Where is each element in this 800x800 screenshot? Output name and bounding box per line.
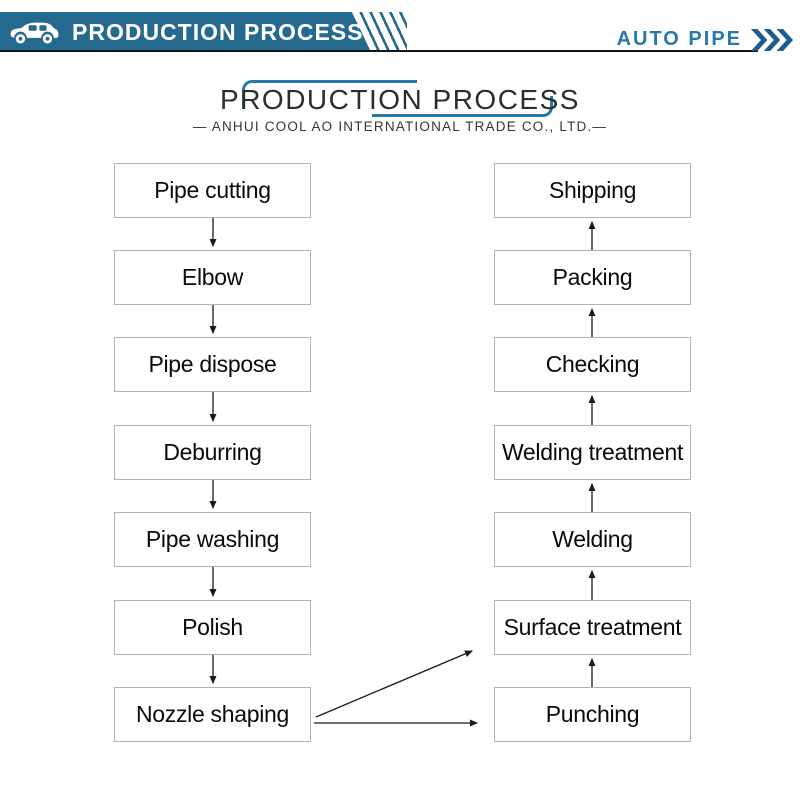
flow-step-welding: Welding [494, 512, 691, 567]
title-bracket-top-left [242, 80, 417, 109]
car-icon [10, 22, 59, 44]
flow-step-label: Surface treatment [503, 614, 682, 640]
flow-step-pipe-dispose: Pipe dispose [114, 337, 311, 392]
flow-step-label: Pipe cutting [154, 177, 271, 203]
flow-step-punching: Punching [494, 687, 691, 742]
flow-step-checking: Checking [494, 337, 691, 392]
arrow-nozzle-to-surface-treatment [315, 650, 473, 718]
page-title: PRODUCTION PROCESS [220, 84, 580, 115]
flow-step-label: Checking [545, 351, 640, 377]
flow-step-shipping: Shipping [494, 163, 691, 218]
brand-name: AUTO PIPE [616, 28, 742, 50]
flow-step-label: Pipe washing [145, 526, 280, 552]
flow-step-label: Polish [182, 614, 243, 640]
flow-step-label: Shipping [548, 177, 637, 203]
flow-step-welding-treatment: Welding treatment [494, 425, 691, 480]
flow-step-polish: Polish [114, 600, 311, 655]
flow-step-label: Elbow [181, 264, 244, 290]
flow-step-label: Welding treatment [501, 439, 684, 465]
title-bracket-bottom-right [372, 96, 553, 117]
flow-arrows [209, 218, 596, 727]
flow-step-label: Punching [545, 701, 640, 727]
header-underline [0, 50, 758, 52]
flow-step-label: Packing [552, 264, 633, 290]
flow-step-pipe-cutting: Pipe cutting [114, 163, 311, 218]
flow-step-label: Welding [552, 526, 633, 552]
flow-step-packing: Packing [494, 250, 691, 305]
flow-step-label: Pipe dispose [148, 351, 277, 377]
header-diagonal-stripes [357, 12, 407, 50]
flow-step-label: Deburring [163, 439, 262, 465]
flow-step-elbow: Elbow [114, 250, 311, 305]
flow-step-nozzle-shaping: Nozzle shaping [114, 687, 311, 742]
flow-step-pipe-washing: Pipe washing [114, 512, 311, 567]
company-subtitle: — ANHUI COOL AO INTERNATIONAL TRADE CO.,… [192, 119, 608, 134]
flow-step-deburring: Deburring [114, 425, 311, 480]
triple-chevron-right-icon [750, 29, 794, 51]
flow-step-surface-treatment: Surface treatment [494, 600, 691, 655]
header-title: PRODUCTION PROCESS [72, 19, 364, 45]
header-blue-bar [0, 12, 370, 50]
flow-step-label: Nozzle shaping [135, 701, 290, 727]
